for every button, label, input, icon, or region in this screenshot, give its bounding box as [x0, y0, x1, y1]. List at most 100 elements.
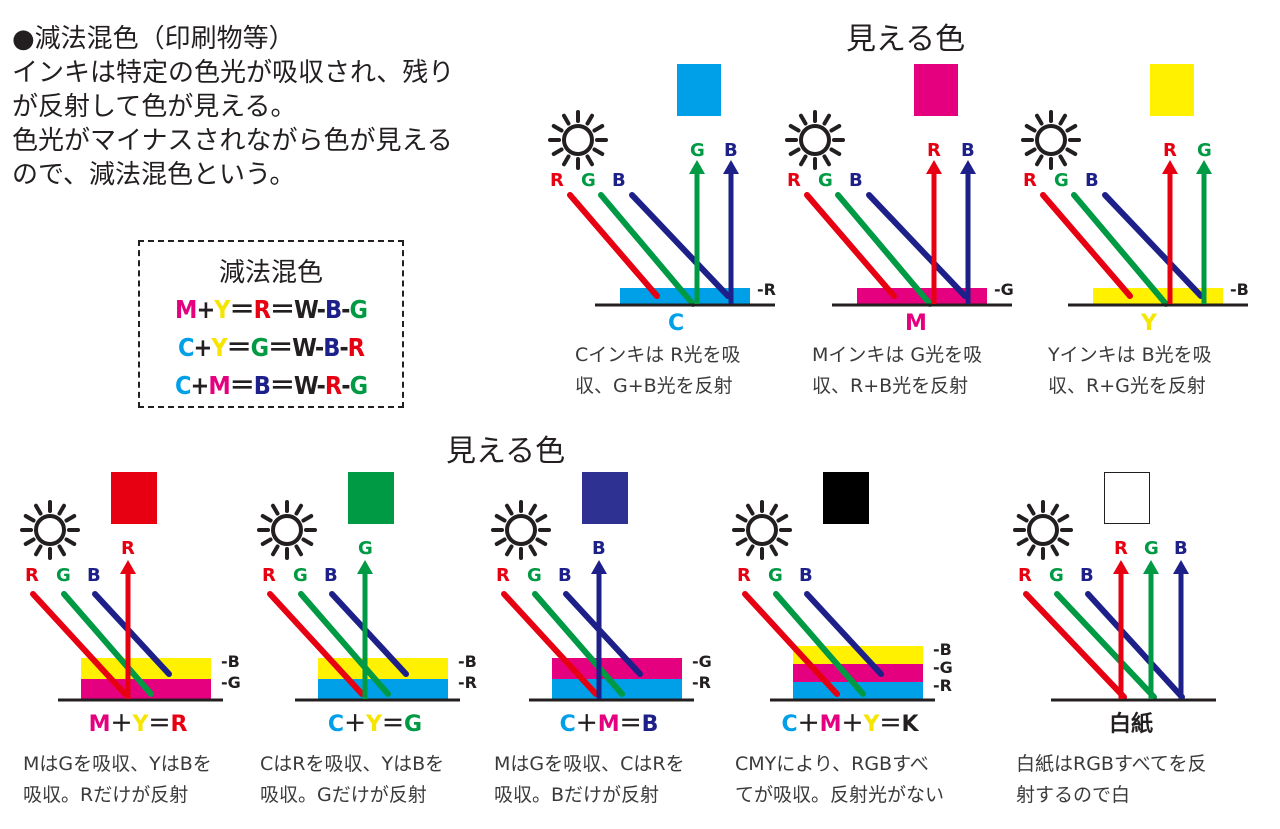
panel-caption: Yインキは B光を吸: [1048, 344, 1212, 366]
seen-color-swatch: [348, 472, 394, 524]
ink-label: C: [668, 311, 685, 336]
seen-color-swatch: [111, 472, 157, 524]
formula-token: B: [253, 371, 271, 400]
reflected-arrow-G-head: [1143, 560, 1159, 574]
seen-color-swatch: [677, 64, 721, 116]
incoming-beam-B: [563, 591, 643, 677]
formula-token: R: [324, 371, 342, 400]
incoming-beam-G: [1054, 591, 1157, 700]
absorbed-light-label: -G: [692, 652, 712, 671]
formula-token: +: [193, 333, 213, 362]
reflected-light-label: R: [121, 538, 135, 559]
formula-row: C+M＝B＝W-R-G: [140, 366, 402, 402]
incoming-light-label: G: [1049, 565, 1064, 586]
formula-token: ＝: [229, 295, 255, 324]
sun-icon: [491, 500, 551, 560]
mix-equation: C＋Y＝G: [300, 706, 450, 738]
incoming-beam-G: [61, 591, 154, 697]
sun-icon: [1021, 110, 1081, 170]
equation-token: C: [327, 712, 345, 737]
incoming-light-label: B: [1080, 565, 1094, 586]
absorbed-light-label: -B: [458, 652, 477, 671]
formula-token: Y: [214, 295, 230, 324]
sun-icon: [732, 500, 792, 560]
reflected-light-label: G: [690, 140, 705, 161]
equation-token: ＝: [879, 712, 902, 737]
incoming-beam-G: [532, 591, 625, 697]
formula-token: C: [174, 371, 191, 400]
incoming-light-label: G: [768, 565, 783, 586]
incoming-beam-B: [1102, 192, 1204, 299]
incoming-light-label: G: [1054, 170, 1069, 191]
equation-token: ＝: [382, 712, 405, 737]
seen-color-swatch: [1150, 64, 1194, 116]
formula-token: G: [250, 333, 269, 362]
incoming-beam-B: [629, 192, 731, 299]
absorbed-light-label: -G: [221, 673, 241, 692]
absorbed-light-label: -G: [933, 658, 953, 677]
formula-token: ＝: [229, 371, 255, 400]
seen-color-swatch: [914, 64, 958, 116]
formula-token: -: [341, 295, 350, 324]
absorbed-light-label: -R: [458, 673, 477, 692]
reflected-arrow-B-head: [1173, 560, 1189, 574]
intro-line: ので、減法混色という。: [12, 160, 296, 190]
reflected-light-label: G: [358, 538, 373, 559]
incoming-beam-B: [329, 591, 409, 677]
formula-token: +: [190, 371, 209, 400]
ink-layer-Y: [81, 658, 211, 679]
incoming-beam-G: [1071, 192, 1169, 307]
formula-token: ＝: [226, 333, 252, 362]
panel-caption: 吸収。Rだけが反射: [23, 784, 189, 806]
incoming-light-label: G: [581, 170, 596, 191]
incoming-beam-G: [598, 192, 696, 307]
equation-token: Y: [366, 712, 383, 737]
formula-token: G: [349, 371, 368, 400]
mix-equation: 白紙: [1056, 706, 1206, 738]
reflected-light-label: B: [1174, 538, 1188, 559]
panel-caption: Cインキは R光を吸: [575, 344, 741, 366]
sun-icon: [785, 110, 845, 170]
equation-token: ＋: [110, 712, 133, 737]
incoming-light-label: B: [558, 565, 572, 586]
formula-token: -: [341, 371, 350, 400]
absorbed-light-label: -R: [692, 673, 711, 692]
equation-token: Y: [863, 712, 880, 737]
formula-row: C+Y＝G＝W-B-R: [140, 328, 402, 364]
sun-icon: [257, 500, 317, 560]
intro-heading: ●減法混色（印刷物等）: [12, 24, 295, 54]
incoming-light-label: B: [612, 170, 626, 191]
absorbed-light-label: -G: [994, 280, 1014, 299]
panel-caption: 収、R+B光を反射: [812, 375, 969, 397]
panel-caption: MはGを吸収、CはRを: [494, 753, 685, 775]
seen-color-swatch: [823, 472, 869, 524]
panel-caption: 吸収。Bだけが反射: [494, 784, 660, 806]
incoming-beam-G: [773, 591, 866, 697]
panel-caption: MはGを吸収、YはBを: [23, 753, 212, 775]
incoming-beam-R: [567, 192, 660, 299]
incoming-light-label: B: [799, 565, 813, 586]
incoming-beam-B: [92, 591, 172, 677]
incoming-light-label: R: [737, 565, 751, 586]
panel-caption: てが吸収。反射光がない: [735, 784, 945, 806]
equation-token: ＋: [344, 712, 367, 737]
incoming-light-label: R: [787, 170, 801, 191]
incoming-beam-G: [298, 591, 391, 697]
reflected-arrow-R-head: [1162, 160, 1178, 174]
intro-line: が反射して色が見える。: [12, 92, 297, 122]
reflected-light-label: B: [592, 538, 606, 559]
incoming-light-label: B: [849, 170, 863, 191]
reflected-arrow-R-head: [926, 160, 942, 174]
reflected-arrow-B-head: [591, 560, 607, 574]
equation-token: M: [819, 712, 842, 737]
incoming-light-label: B: [1085, 170, 1099, 191]
reflected-arrow-B-head: [960, 160, 976, 174]
formula-token: C: [177, 333, 194, 362]
equation-token: C: [559, 712, 576, 737]
equation-token: Y: [132, 712, 149, 737]
reflected-arrow-G-head: [1196, 160, 1212, 174]
incoming-light-label: R: [25, 565, 39, 586]
absorbed-light-label: -B: [933, 640, 952, 659]
formula-token: M: [175, 295, 197, 324]
